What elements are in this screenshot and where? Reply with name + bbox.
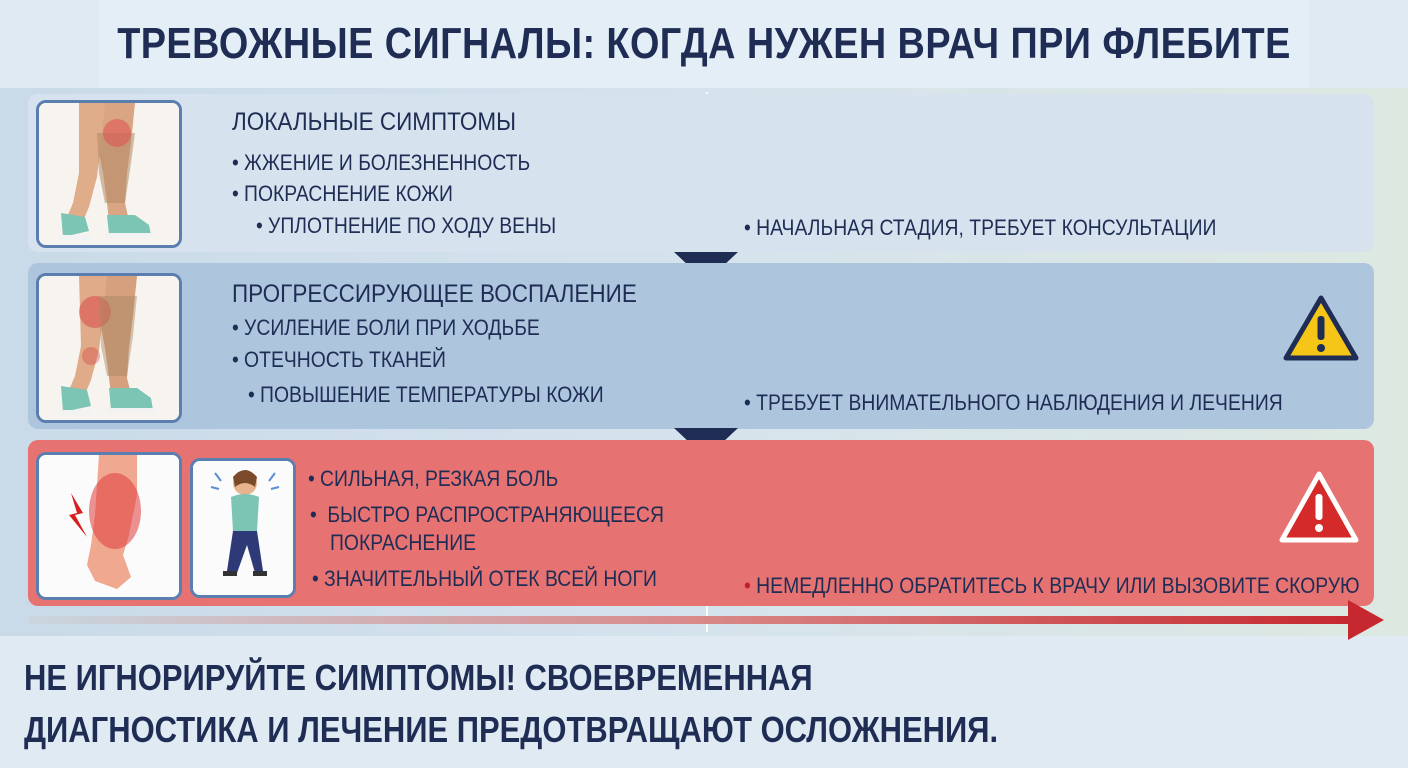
warning-triangle-icon <box>1283 295 1359 361</box>
stage3-bullet-2: •БЫСТРО РАСПРОСТРАНЯЮЩЕЕСЯ <box>310 502 664 527</box>
stage2-heading: ПРОГРЕССИРУЮЩЕЕ ВОСПАЛЕНИЕ <box>232 280 637 308</box>
stage1-bullet-3: •УПЛОТНЕНИЕ ПО ХОДУ ВЕНЫ <box>256 213 557 238</box>
stage-row-progressive <box>28 263 1374 429</box>
stage2-bullet-2: •ОТЕЧНОСТЬ ТКАНЕЙ <box>232 347 446 372</box>
stage-row-local <box>28 94 1374 252</box>
leg-compression-icon <box>36 100 182 248</box>
footer-message: НЕ ИГНОРИРУЙТЕ СИМПТОМЫ! СВОЕВРЕМЕННАЯ Д… <box>24 652 998 756</box>
stage1-heading: ЛОКАЛЬНЫЕ СИМПТОМЫ <box>232 108 517 136</box>
stage1-note: • НАЧАЛЬНАЯ СТАДИЯ, ТРЕБУЕТ КОНСУЛЬТАЦИИ <box>744 215 1217 240</box>
severity-arrow-line <box>28 616 1354 624</box>
stage3-note: • НЕМЕДЛЕННО ОБРАТИТЕСЬ К ВРАЧУ ИЛИ ВЫЗО… <box>744 573 1360 598</box>
stage1-bullet-1: •ЖЖЕНИЕ И БОЛЕЗНЕННОСТЬ <box>232 150 531 175</box>
arrow-right-icon <box>1348 600 1384 640</box>
stage1-bullet-2: •ПОКРАСНЕНИЕ КОЖИ <box>232 181 453 206</box>
stage2-note: • ТРЕБУЕТ ВНИМАТЕЛЬНОГО НАБЛЮДЕНИЯ И ЛЕЧ… <box>744 390 1283 415</box>
stage3-bullet-3: •ЗНАЧИТЕЛЬНЫЙ ОТЕК ВСЕЙ НОГИ <box>312 566 657 591</box>
page-title: ТРЕВОЖНЫЕ СИГНАЛЫ: КОГДА НУЖЕН ВРАЧ ПРИ … <box>98 0 1310 88</box>
distressed-person-icon <box>190 458 296 598</box>
stage3-bullet-1: •СИЛЬНАЯ, РЕЗКАЯ БОЛЬ <box>308 466 559 491</box>
stage3-bullet-2-cont: ПОКРАСНЕНИЕ <box>330 530 477 555</box>
stage2-bullet-1: •УСИЛЕНИЕ БОЛИ ПРИ ХОДЬБЕ <box>232 315 540 340</box>
danger-triangle-icon <box>1279 471 1359 543</box>
leg-inflamed-icon <box>36 273 182 423</box>
footer-line-1: НЕ ИГНОРИРУЙТЕ СИМПТОМЫ! СВОЕВРЕМЕННАЯ <box>24 657 813 698</box>
stage2-bullet-3: •ПОВЫШЕНИЕ ТЕМПЕРАТУРЫ КОЖИ <box>248 382 604 407</box>
footer-line-2: ДИАГНОСТИКА И ЛЕЧЕНИЕ ПРЕДОТВРАЩАЮТ ОСЛО… <box>24 709 999 750</box>
leg-pain-icon <box>36 452 182 600</box>
